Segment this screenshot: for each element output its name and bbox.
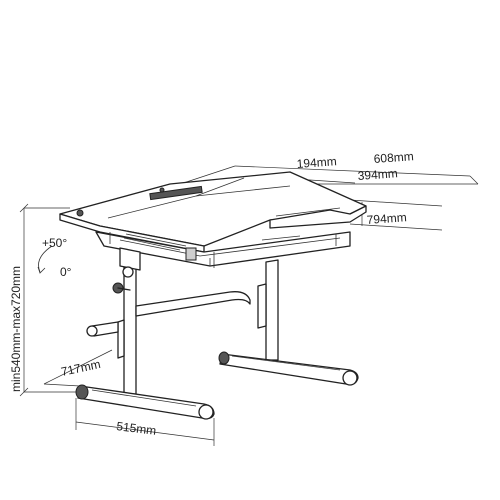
frame-depth-dimension-lines (43, 349, 113, 387)
frame-depth-label: 717mm (60, 357, 102, 379)
left-column (112, 247, 141, 395)
tilt-min-label: 0° (60, 265, 72, 279)
tilt-arc (37, 245, 53, 274)
front-foot (75, 384, 215, 420)
right-section-label: 394mm (357, 166, 398, 183)
foot-width-label: 515mm (116, 419, 157, 438)
foot-width-dimension-lines (75, 398, 215, 446)
height-range-label: min540mm-max720mm (9, 266, 23, 392)
pen-slot-icon (149, 185, 203, 201)
cross-bar (86, 291, 251, 337)
left-section-label: 194mm (296, 154, 337, 171)
rear-foot (218, 351, 359, 386)
drawer (95, 231, 351, 267)
height-dimension-lines (19, 203, 86, 397)
depth-label: 794mm (366, 210, 407, 227)
total-width-label: 608mm (373, 149, 414, 166)
detail-marks (109, 232, 337, 268)
right-column (257, 259, 279, 361)
tilt-max-label: +50° (42, 236, 67, 250)
